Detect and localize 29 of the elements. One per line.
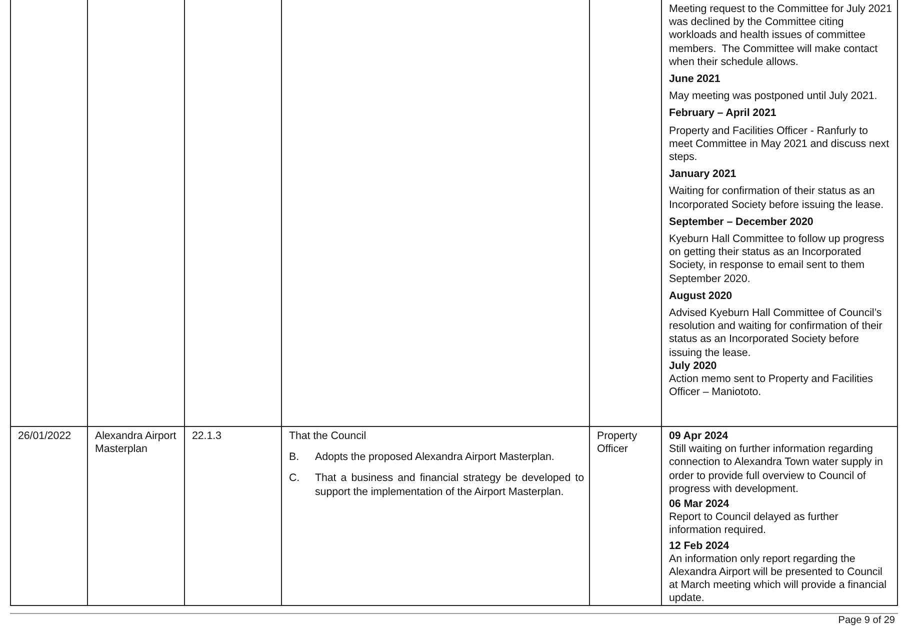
item-letter: C. (289, 472, 301, 486)
date-heading: 12 Feb 2024 (669, 540, 730, 553)
cell-text: Property and Facilities Officer - Ranfurly to meet Committee in May 2021 and discuss next steps. (669, 124, 890, 164)
page-number: Page 9 of 29 (838, 615, 895, 626)
date-heading: January 2021 (669, 168, 738, 182)
cell-text: Report to Council delayed as further information required. (669, 511, 840, 538)
cell-text: May meeting was postponed until July 2021. (669, 90, 878, 104)
item-text: Adopts the proposed Alexandra Airport Masterplan. (315, 451, 556, 464)
cell-text: Advised Kyeburn Hall Committee of Council’s resolution and waiting for confirmation of their status as an Incorporated Society before issuing the lease. (669, 307, 884, 360)
cell-text: Still waiting on further information regarding connection to Alexandra Town water supply in order to provide full overview to Council of progress with development. (669, 443, 884, 496)
date-heading: 06 Mar 2024 (669, 498, 730, 512)
cell-text: Waiting for confirmation of their status as an Incorporated Society before issuing the lease. (669, 185, 885, 212)
date-heading: June 2021 (669, 73, 722, 86)
item-letter: B. (289, 451, 300, 464)
cell-text: That the Council (289, 430, 368, 444)
date-heading: July 2020 (669, 360, 718, 374)
cell-text: Action memo sent to Property and Facilities Officer – Maniototo. (669, 373, 874, 400)
date-heading: September – December 2020 (669, 216, 814, 230)
cell-text: Meeting request to the Committee for July 2021 was declined by the Committee citing workloads and health issues of committee members. The Committee will make contact when their schedule allows. (669, 3, 892, 70)
cell-text: Property Officer (597, 430, 638, 456)
date-heading: February – April 2021 (669, 107, 778, 121)
cell-text: Alexandra Airport Masterplan (95, 430, 178, 456)
date-heading: 09 Apr 2024 (669, 430, 730, 444)
item-text: That a business and financial strategy be developed to support the implementation of the Airport Masterplan. (315, 472, 584, 499)
cell-text: 26/01/2022 (18, 430, 72, 444)
cell-text: Kyeburn Hall Committee to follow up progress on getting their status as an Incorporated Society, in response to email sent to them September 2020. (669, 233, 886, 286)
cell-text: An information only report regarding the Alexandra Airport will be presented to Council at March meeting which will provide a financial update. (669, 552, 888, 606)
date-heading: August 2020 (669, 290, 734, 304)
cell-text: 22.1.3 (192, 430, 222, 444)
